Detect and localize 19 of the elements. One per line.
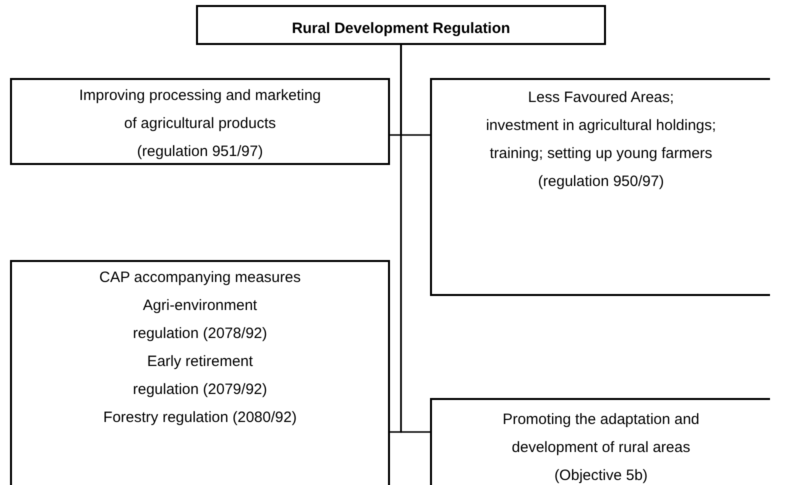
box-text: (regulation 951/97) (137, 142, 263, 162)
box-text: CAP accompanying measures (99, 268, 301, 288)
box-text: Forestry regulation (2080/92) (103, 408, 297, 428)
box-text: training; setting up young farmers (490, 144, 712, 164)
box-text: Early retirement regulation (2079/92) (132, 352, 268, 400)
box-text: Improving processing and marketing of agricultural products (78, 86, 322, 134)
text-box (10, 78, 390, 165)
box-text: (Objective 5b) (554, 466, 648, 485)
connector-line (400, 45, 430, 433)
title-text: Rural Development Regulation (292, 19, 510, 39)
text-box (430, 78, 770, 296)
box-text: Promoting the adaptation and development of rural areas (502, 410, 700, 458)
box-text: Agri-environment regulation (2078/92) (132, 296, 268, 344)
text-box (10, 260, 390, 485)
box-text: investment in agricultural holdings; (486, 116, 716, 136)
box-text: Less Favoured Areas; (528, 88, 674, 108)
title-box (196, 5, 606, 45)
text-box (430, 398, 770, 485)
box-text: (regulation 950/97) (538, 172, 664, 192)
